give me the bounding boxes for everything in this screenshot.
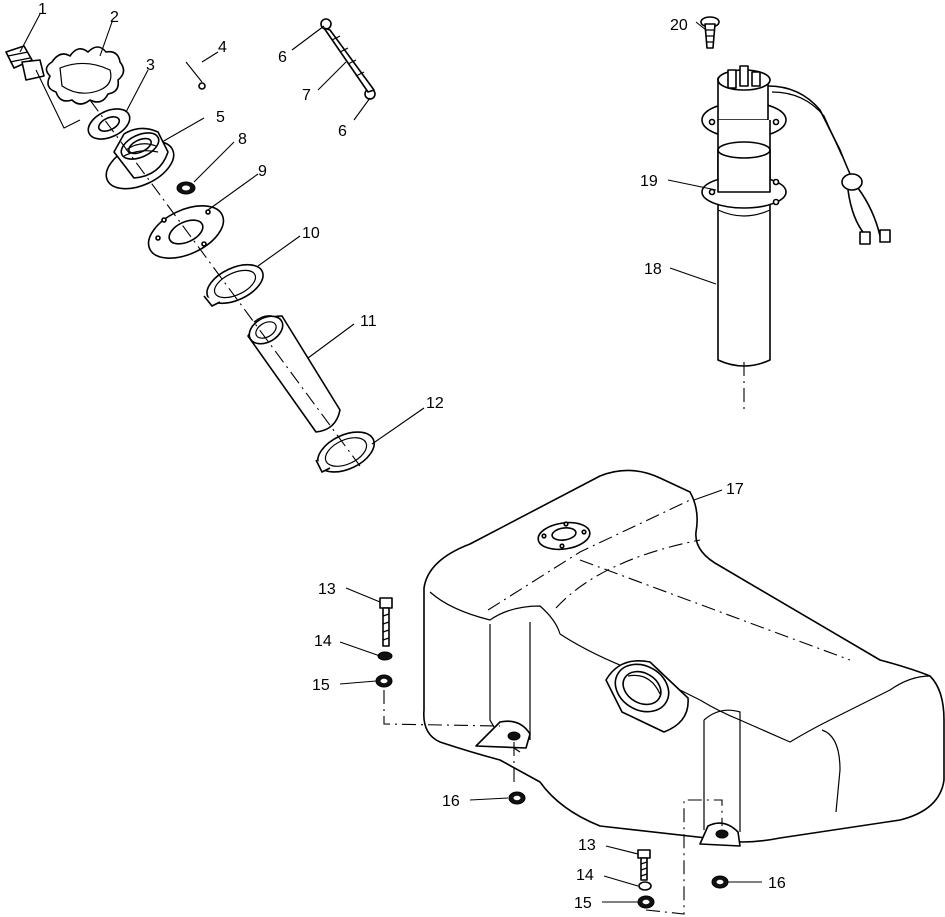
sender-screw <box>700 16 720 49</box>
callout-4: 4 <box>218 39 227 56</box>
callout-14-right: 14 <box>576 867 594 884</box>
callout-19: 19 <box>640 173 658 190</box>
bolt-right <box>637 849 651 881</box>
callout-13-right: 13 <box>578 837 596 854</box>
callout-20: 20 <box>670 17 688 34</box>
callout-2: 2 <box>110 9 119 26</box>
callout-6-top: 6 <box>278 49 287 66</box>
isolator-right <box>637 895 655 909</box>
nut-right <box>711 875 729 889</box>
filler-neck-flange <box>105 127 175 190</box>
tank-filler-port <box>605 660 689 733</box>
mounting-plate <box>147 205 225 259</box>
callout-8: 8 <box>238 131 247 148</box>
callout-5: 5 <box>216 109 225 126</box>
filler-hose <box>247 315 341 433</box>
tank-mount-right <box>699 822 741 847</box>
callout-17: 17 <box>726 481 744 498</box>
callout-leaders <box>19 13 762 903</box>
callout-1: 1 <box>38 1 47 18</box>
callout-11: 11 <box>360 313 377 330</box>
callout-10: 10 <box>302 225 320 242</box>
hose-clamp-lower <box>315 431 375 473</box>
fuel-tank <box>423 469 945 847</box>
nut-left <box>508 791 526 805</box>
fuel-sender-unit <box>701 65 787 414</box>
vent-pin <box>185 61 206 90</box>
callout-15-right: 15 <box>574 895 592 912</box>
callout-18: 18 <box>644 261 662 278</box>
vent-strap <box>320 18 376 100</box>
screw-tether <box>35 69 81 129</box>
isolator-left <box>375 674 393 688</box>
seal-ring-small <box>176 181 196 195</box>
callout-9: 9 <box>258 163 267 180</box>
callout-14-left: 14 <box>314 633 332 650</box>
callout-16-right: 16 <box>768 875 786 892</box>
washer-right <box>638 881 652 891</box>
assembly-axis-line <box>89 99 361 467</box>
gasket-wavy <box>45 46 125 105</box>
sender-wire-harness <box>767 85 891 245</box>
hose-clamp-upper <box>203 263 264 307</box>
washer-ring <box>87 108 131 140</box>
callout-labels: 1 2 3 4 5 8 9 10 11 12 6 7 6 20 19 18 17… <box>38 1 786 912</box>
callout-13-left: 13 <box>318 581 336 598</box>
callout-16-left: 16 <box>442 793 460 810</box>
callout-6-bottom: 6 <box>338 123 347 140</box>
tank-sender-port <box>537 521 591 551</box>
callout-12: 12 <box>426 395 444 412</box>
callout-3: 3 <box>146 57 155 74</box>
callout-7: 7 <box>302 87 311 104</box>
washer-left <box>377 651 393 661</box>
callout-15-left: 15 <box>312 677 330 694</box>
tank-mount-left <box>475 720 531 749</box>
left-hardware-axis <box>383 690 501 727</box>
bolt-left <box>379 597 393 647</box>
